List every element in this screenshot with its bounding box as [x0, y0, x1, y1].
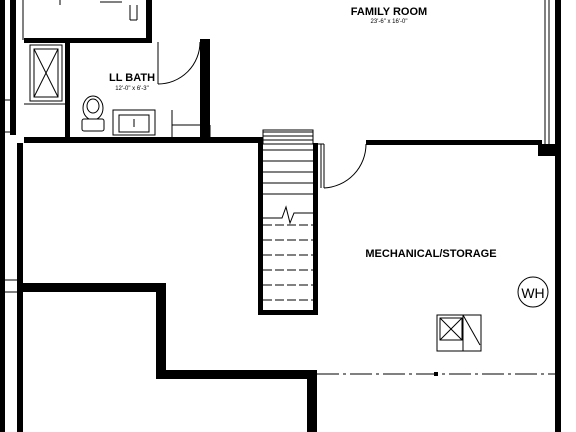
family-room-name: FAMILY ROOM [351, 6, 427, 18]
shower [29, 44, 63, 102]
wall-lower-h1 [17, 283, 165, 292]
thin-lines [5, 0, 550, 293]
mechanical-storage-name: MECHANICAL/STORAGE [365, 248, 496, 260]
bath-door [157, 41, 205, 85]
wall-bath-divider [65, 43, 70, 140]
water-heater-label: WH [521, 285, 544, 301]
wall-lower-v1 [156, 283, 166, 379]
wall-lower-v2 [307, 370, 317, 432]
wall-lower-h2 [156, 370, 316, 379]
stair-break-line [263, 205, 313, 225]
walls [0, 0, 561, 432]
ll-bath-dimensions: 12'-0" x 6'-3" [115, 86, 149, 92]
vanity-sink [112, 109, 200, 137]
mechanical-door [318, 143, 367, 189]
water-heater-icon [517, 276, 549, 308]
lower-dashdot-line [317, 372, 555, 376]
wall-right-lower [555, 150, 561, 432]
wall-left-outer [0, 0, 5, 432]
furnace-unit [436, 314, 482, 352]
ll-bath-name: LL BATH [109, 72, 155, 84]
wall-bath-bottom [24, 137, 286, 143]
wall-bath-right [200, 39, 210, 137]
wall-bath-top [24, 38, 152, 43]
wall-left-a [10, 0, 16, 135]
wall-right-stub [555, 0, 561, 150]
toilet [81, 95, 105, 132]
staircase [258, 129, 318, 315]
wall-mech-top [366, 140, 542, 145]
wall-top-left-stub [146, 0, 152, 43]
family-room-dimensions: 23'-6" x 16'-0" [371, 19, 408, 25]
